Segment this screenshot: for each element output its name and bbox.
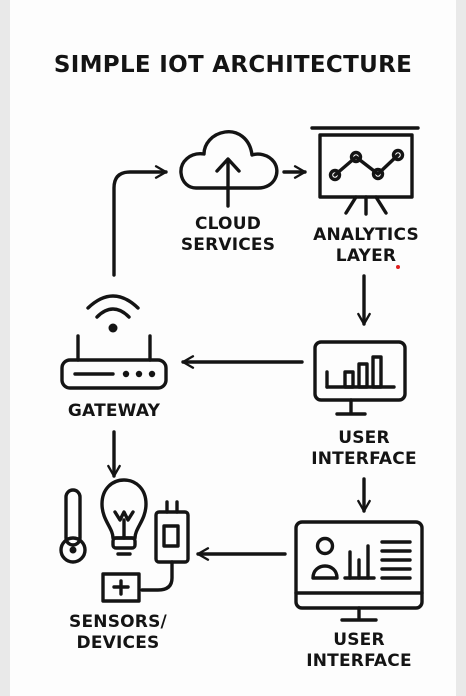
gateway-label-line1: GATEWAY: [67, 401, 161, 421]
sensors-devices-label: SENSORS/ DEVICES: [54, 612, 182, 654]
monitor-chart-icon: [313, 340, 407, 416]
router-icon: [60, 294, 168, 390]
red-dot-mark: [396, 265, 400, 269]
analytics-layer-label: ANALYTICS LAYER: [298, 225, 434, 267]
monitor-dashboard-icon: [294, 520, 424, 622]
sensor-devices-icon: [59, 478, 190, 603]
user-interface-1-label: USER INTERFACE: [296, 428, 432, 470]
cloud-services-label: CLOUD SERVICES: [166, 214, 290, 256]
ui2-label-line2: INTERFACE: [306, 651, 412, 671]
presentation-chart-icon: [310, 126, 420, 216]
page-title: SIMPLE IOT ARCHITECTURE: [53, 52, 413, 78]
analytics-label-line1: ANALYTICS: [313, 225, 419, 245]
ui1-label-line1: USER: [338, 428, 390, 448]
ui1-label-line2: INTERFACE: [311, 449, 417, 469]
page-background: [10, 0, 456, 696]
cloud-label-line1: CLOUD: [194, 214, 262, 234]
sensors-label-line1: SENSORS/: [69, 612, 167, 632]
user-interface-2-label: USER INTERFACE: [291, 630, 427, 672]
analytics-label-line2: LAYER: [335, 246, 397, 266]
arrow-gateway-to-cloud: [112, 165, 168, 277]
ui2-label-line1: USER: [333, 630, 385, 650]
cloud-upload-icon: [179, 130, 279, 208]
sensors-label-line2: DEVICES: [76, 633, 160, 653]
gateway-label: GATEWAY: [50, 401, 178, 422]
cloud-label-line2: SERVICES: [180, 235, 276, 255]
